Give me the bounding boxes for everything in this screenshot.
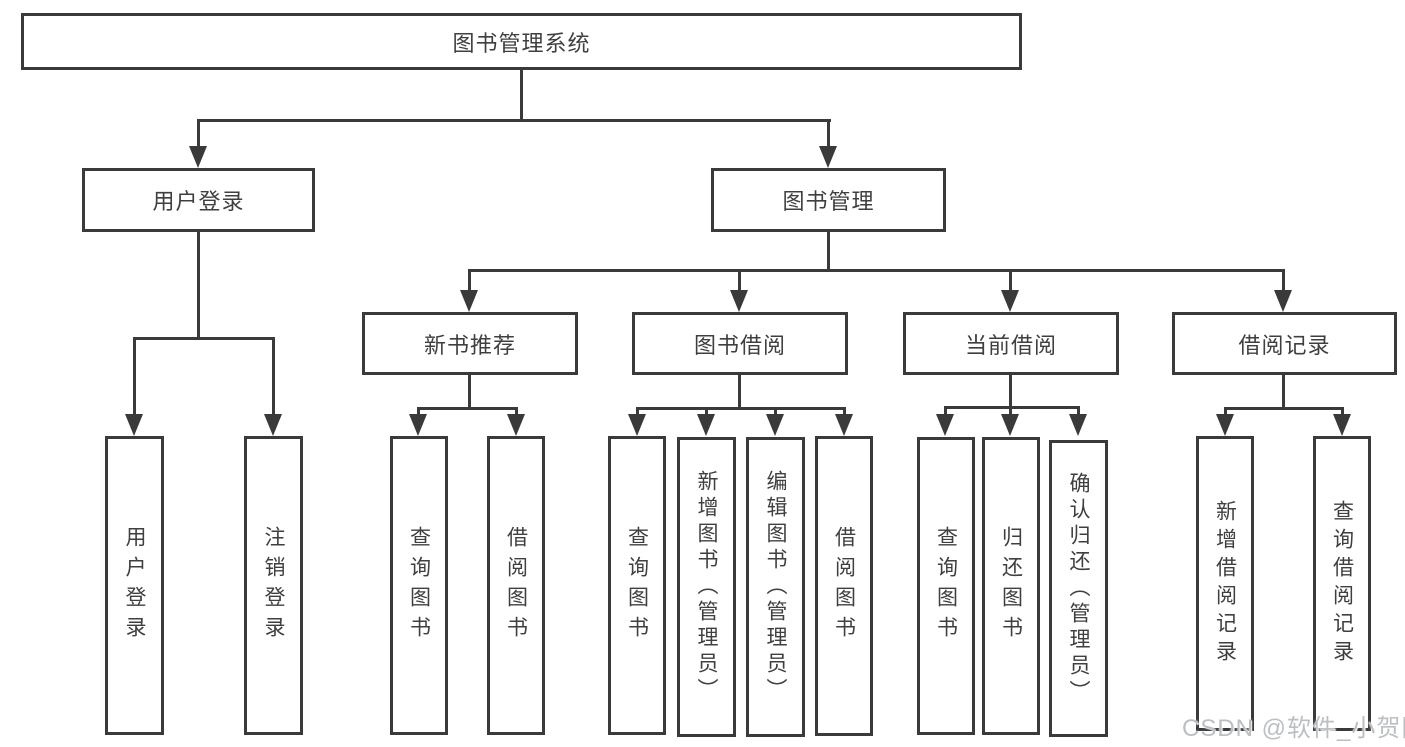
arrow-down-icon (835, 414, 853, 436)
node-new-book-recommend-label: 新书推荐 (423, 332, 516, 358)
connector-line (468, 375, 471, 410)
connector-line (827, 122, 830, 146)
leaf-query-borrow-record: 查询借阅记录 (1313, 436, 1371, 731)
connector-line (944, 406, 1080, 409)
leaf-label: 新增图书（管理员） (695, 470, 718, 704)
node-root-label: 图书管理系统 (452, 30, 591, 56)
arrow-down-icon (1274, 290, 1292, 312)
node-user-login-label: 用户登录 (152, 189, 245, 214)
node-book-borrow-label: 图书借阅 (693, 332, 786, 358)
node-borrow-records: 借阅记录 (1172, 312, 1397, 375)
connector-line (738, 375, 741, 410)
leaf-label: 用户登录 (123, 525, 146, 646)
connector-line (417, 410, 420, 416)
node-new-book-recommend: 新书推荐 (362, 312, 578, 375)
node-root: 图书管理系统 (21, 13, 1022, 70)
node-borrow-records-label: 借阅记录 (1238, 332, 1331, 358)
connector-line (1341, 410, 1344, 416)
node-book-management-label: 图书管理 (782, 189, 875, 214)
arrow-down-icon (264, 414, 282, 436)
leaf-borrow-books: 借阅图书 (487, 436, 545, 735)
connector-line (133, 337, 275, 340)
arrow-down-icon (697, 414, 715, 436)
connector-line (827, 232, 830, 272)
arrow-down-icon (189, 146, 207, 168)
arrow-down-icon (507, 414, 525, 436)
connector-line (468, 272, 471, 290)
arrow-down-icon (1001, 290, 1019, 312)
leaf-confirm-return-admin: 确认归还（管理员） (1049, 440, 1108, 737)
leaf-logout: 注销登录 (244, 436, 303, 735)
node-current-borrow-label: 当前借阅 (964, 332, 1057, 358)
connector-line (1282, 272, 1285, 290)
connector-line (636, 410, 639, 416)
connector-line (1282, 375, 1285, 410)
leaf-edit-books-admin: 编辑图书（管理员） (746, 437, 805, 737)
connector-line (468, 269, 1285, 272)
connector-line (1077, 409, 1080, 416)
connector-line (1224, 407, 1344, 410)
arrow-down-icon (1069, 414, 1087, 436)
connector-line (197, 119, 831, 122)
leaf-query-books: 查询图书 (608, 436, 666, 735)
leaf-label: 查询图书 (625, 525, 649, 646)
leaf-return-books: 归还图书 (982, 437, 1040, 735)
leaf-label: 查询借阅记录 (1330, 499, 1354, 668)
connector-line (774, 410, 777, 416)
leaf-label: 借阅图书 (504, 525, 528, 646)
leaf-label: 归还图书 (999, 526, 1023, 646)
arrow-down-icon (1001, 414, 1019, 436)
leaf-label: 注销登录 (262, 525, 285, 646)
leaf-add-borrow-record: 新增借阅记录 (1196, 436, 1254, 731)
node-book-borrow: 图书借阅 (632, 312, 848, 375)
connector-line (1009, 375, 1012, 409)
leaf-label: 确认归还（管理员） (1067, 471, 1090, 706)
leaf-query-books: 查询图书 (390, 436, 448, 735)
leaf-borrow-books: 借阅图书 (815, 436, 873, 736)
arrow-down-icon (936, 414, 954, 436)
leaf-label: 借阅图书 (832, 526, 856, 646)
leaf-label: 编辑图书（管理员） (764, 470, 787, 704)
node-current-borrow: 当前借阅 (903, 312, 1119, 375)
connector-line (944, 409, 947, 416)
connector-line (515, 410, 518, 416)
connector-line (843, 410, 846, 416)
leaf-label: 查询图书 (934, 526, 958, 646)
arrow-down-icon (1333, 414, 1351, 436)
leaf-user-login: 用户登录 (105, 436, 164, 735)
csdn-watermark: CSDN @软件_小贺同学 (1182, 715, 1405, 742)
arrow-down-icon (766, 414, 784, 436)
connector-line (417, 407, 518, 410)
connector-line (133, 340, 136, 414)
leaf-label: 新增借阅记录 (1213, 499, 1237, 668)
node-user-login: 用户登录 (82, 168, 315, 232)
connector-line (272, 340, 275, 414)
node-book-management: 图书管理 (711, 168, 946, 232)
leaf-query-books: 查询图书 (917, 437, 975, 735)
leaf-add-books-admin: 新增图书（管理员） (677, 437, 736, 737)
arrow-down-icon (628, 414, 646, 436)
connector-line (738, 272, 741, 290)
connector-line (705, 410, 708, 416)
arrow-down-icon (125, 414, 143, 436)
connector-line (1009, 272, 1012, 290)
arrow-down-icon (409, 414, 427, 436)
arrow-down-icon (460, 290, 478, 312)
arrow-down-icon (1216, 414, 1234, 436)
arrow-down-icon (730, 290, 748, 312)
connector-line (636, 407, 846, 410)
arrow-down-icon (819, 146, 837, 168)
leaf-label: 查询图书 (407, 525, 431, 646)
connector-line (1009, 409, 1012, 416)
connector-line (197, 232, 200, 340)
connector-line (520, 70, 523, 122)
connector-line (197, 122, 200, 146)
connector-line (1224, 410, 1227, 416)
